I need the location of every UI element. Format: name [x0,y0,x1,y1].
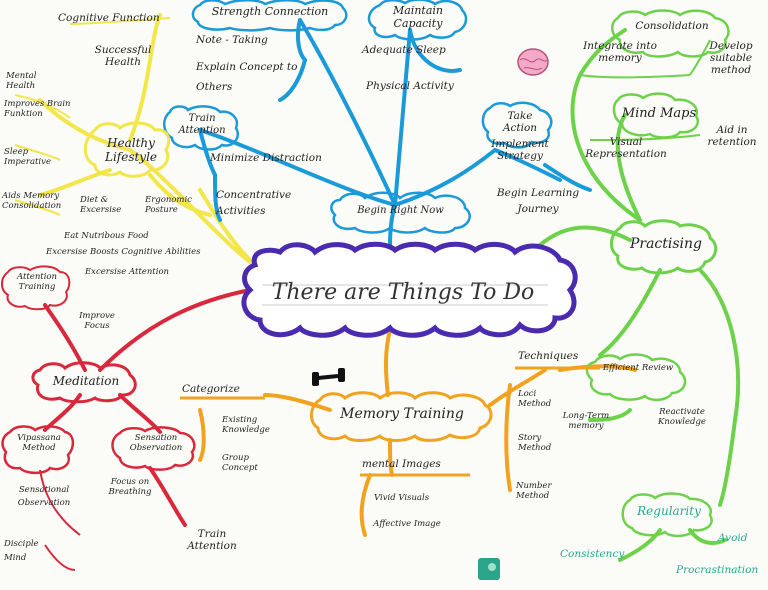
healthy-lifestyle-cloud [83,121,171,178]
meditation-cloud [31,361,137,404]
cognitive-function-label: Cognitive Function [58,12,160,24]
sleep-imperative-label: Sleep Imperative [4,147,51,167]
successful-health-label: Successful Health [94,44,152,69]
eat-nutritious-food-label: Eat Nutribous Food [64,231,149,241]
practising-cloud [610,219,718,275]
group-concept-label: Group Concept [222,453,258,473]
mind-maps-cloud [612,92,699,139]
focus-breathing-label: Focus on Breathing [108,477,152,497]
techniques-label: Techniques [518,350,579,362]
physical-activity-label: Physical Activity [366,80,454,92]
improve-focus-label: Improve Focus [79,311,115,331]
sensation-cloud [111,426,196,471]
healthy-lifestyle-subpaths [14,17,171,216]
clouds [1,0,730,538]
meditation-node: Meditation [52,374,120,388]
strength-cloud [191,0,348,32]
improves-brain-function-label: Improves Brain Funktion [4,99,71,119]
strength-connection-node: Strength Connection [211,5,329,18]
adequate-sleep-label: Adequate Sleep [362,44,446,56]
mental-health-label: Mental Health [6,71,37,91]
take-action-label: Take Action [502,110,538,135]
note-taking-label: Note - Taking [196,34,268,46]
integrate-memory-label: Integrate into memory [583,40,657,65]
mind-maps-node: Mind Maps [621,106,697,121]
story-method-label: Story Method [518,433,552,453]
center-cloud [241,241,578,338]
diet-exercise-label: Diet & Excersise [80,195,122,215]
regularity-cloud [621,492,713,538]
train-attention-cloud [163,105,239,151]
begin-right-now-node: Begin Right Now [357,205,444,216]
vipassana-label: Vipassana Method [17,433,61,453]
memory-training-links [198,328,637,537]
center-title: There are Things To Do [271,280,535,305]
implement-strategy-label: Implement Strategy [491,138,549,163]
loci-method-label: Loci Method [518,389,552,409]
memory-training-node: Memory Training [340,406,464,422]
attention-training-cloud [1,265,71,311]
procrastination-label: Procrastination [676,564,759,576]
begin-right-now-cloud [330,191,471,234]
consolidation-cloud [611,9,730,58]
dumbbell-icon [312,368,345,386]
explain-concept-label: Explain Concept to Others [196,61,298,93]
exercise-attention-label: Excersise Attention [84,267,170,277]
aids-memory-label: Aids Memory Consolidation [2,191,62,211]
capacity-cloud [367,0,468,41]
consolidation-label: Consolidation [635,20,709,32]
vivid-visuals-label: Vivid Visuals [374,493,430,503]
meditation-subpaths [39,469,81,571]
concentrative-activities-label: Concentrative Activities [216,189,292,217]
number-method-label: Number Method [516,481,552,501]
healthy-lifestyle-node: Healthy Lifestyle [104,136,158,165]
train-attention-node: Train Attention [178,113,226,136]
regularity-node: Regularity [637,504,701,518]
train-attention-red-label: Train Attention [187,528,237,553]
attention-training-label: Attention Training [16,272,58,292]
reactivate-knowledge-label: Reactivate Knowledge [658,407,706,427]
disciple-mind-label: Disciple Mind [4,539,39,563]
practising-node: Practising [629,236,703,252]
long-term-memory-label: Long-Term memory [562,411,610,431]
notebook-icon [478,558,500,580]
vipassana-cloud [1,425,75,475]
consistency-label: Consistency [560,548,625,560]
mental-images-label: mental Images [362,458,441,470]
avoid-label: Avoid [718,532,748,544]
brain-icon [517,48,549,76]
minimize-distraction-label: Minimize Distraction [210,152,322,164]
begin-learning-label: Begin Learning Journey [496,187,580,215]
memory-training-cloud [310,391,493,442]
categorize-label: Categorize [182,383,240,395]
sensational-observation-label: Sensational Observation [17,485,71,508]
exercise-boosts-label: Excersise Boosts Cognitive Abilities [46,247,201,257]
ergonomic-posture-label: Ergonomic Posture [145,195,192,215]
blue-branch-links [198,18,592,247]
orange-underlines [180,366,600,477]
sensation-observation-label: Sensation Observation [129,433,183,453]
take-action-cloud [481,101,553,149]
maintain-capacity-node: Maintain Capacity [392,4,443,31]
affective-image-label: Affective Image [373,519,441,529]
efficient-review-label: Efficient Review [602,363,674,373]
existing-knowledge-label: Existing Knowledge [222,415,270,435]
practising-links [538,28,741,562]
aid-retention-label: Aid in retention [707,124,757,149]
develop-method-label: Develop suitable method [709,40,753,77]
visual-representation-label: Visual Representation [585,136,667,161]
efficient-review-cloud [585,353,687,402]
